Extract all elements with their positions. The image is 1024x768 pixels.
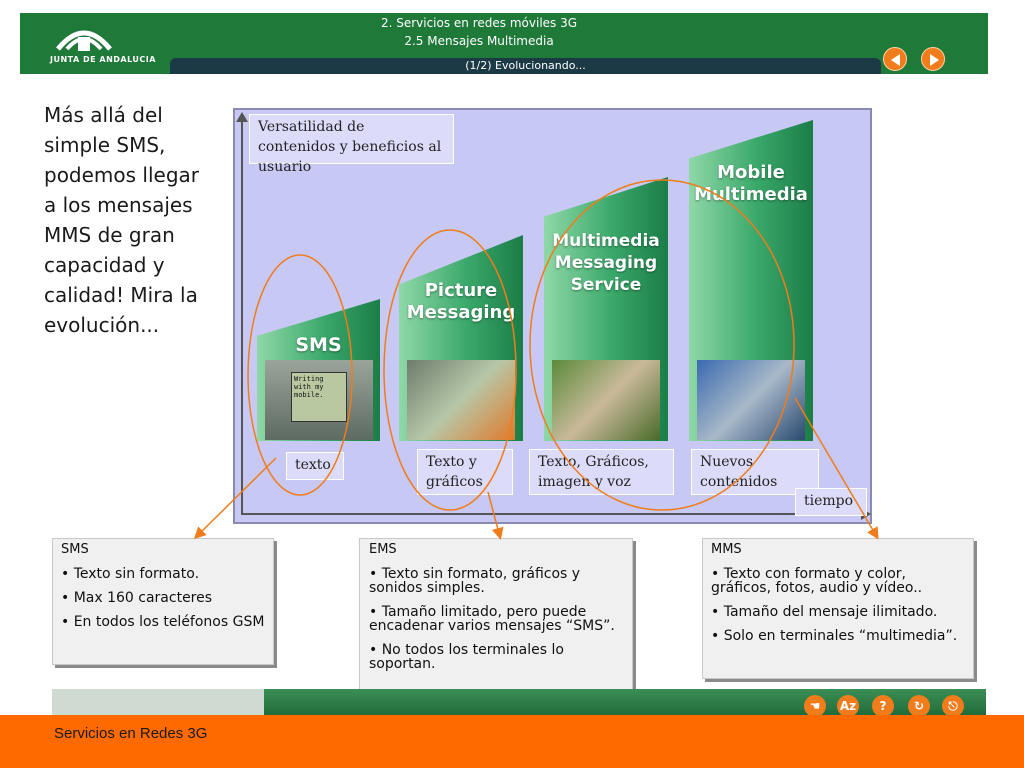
stage-title-mms: Multimedia Messaging Service [552,231,660,295]
phone-screen-text: Writing with my mobile. [294,375,324,399]
ems-box-item: • No todos los terminales lo soportan. [369,642,564,672]
refresh-icon[interactable]: ↻ [908,695,930,717]
arrow-left-icon [891,54,900,66]
footer-text: Servicios en Redes 3G [54,725,208,742]
stage-caption-sms: texto [286,452,344,480]
sms-box-item: • Max 160 caracteres [61,590,213,606]
stage-caption-picture-messaging: Texto y gráficos [417,449,513,495]
mms-box-item: • Texto con formato y color, gráficos, f… [711,566,923,596]
y-axis-label: Versatilidad de contenidos y beneficios … [249,114,454,175]
mms-info-box: MMS • Texto con formato y color, gráfico… [702,538,974,679]
phone-image-picture-messaging [407,360,515,440]
phone-image-sms: Writing with my mobile. [265,360,373,440]
phone-image-mobile-multimedia [697,360,805,440]
ems-info-box: EMS • Texto sin formato, gráficos y soni… [359,538,633,708]
stage-caption-mms: Texto, Gráficos, imagen y voz [529,449,674,495]
stage-title-picture-messaging: Picture Messaging [406,280,516,323]
prev-page-button[interactable] [883,47,907,71]
intro-text: Más allá del simple SMS, podemos llegar … [44,103,200,337]
font-size-icon[interactable]: Az [837,695,859,717]
page-subtitle: (1/2) Evolucionando... [465,59,586,72]
phone-screen: Writing with my mobile. [291,372,347,422]
exit-icon[interactable]: ⎋ [942,695,964,717]
next-page-button[interactable] [921,47,945,71]
sms-info-box: SMS • Texto sin formato. • Max 160 carac… [52,538,274,665]
header: JUNTA DE ANDALUCIA 2. Servicios en redes… [20,13,988,74]
stage-title-sms: SMS [295,334,342,356]
phone-image-mms [552,360,660,440]
y-axis [236,112,248,515]
x-axis-label: tiempo [795,488,867,516]
section-title: 2. Servicios en redes móviles 3G [380,16,578,30]
ems-box-item: • Tamaño limitado, pero puede encadenar … [369,604,615,634]
page-subtitle-bar: (1/2) Evolucionando... [170,58,881,74]
hand-icon[interactable]: ☚ [804,695,826,717]
toolbar-light-panel [52,689,264,717]
stage-title-mobile-multimedia: Mobile Multimedia [694,162,808,205]
sms-box-title: SMS [61,542,89,557]
ems-box-item: • Texto sin formato, gráficos y sonidos … [369,566,581,596]
junta-de-andalucia-logo: JUNTA DE ANDALUCIA [20,13,155,74]
logo-emblem-icon [56,30,112,51]
arrow-right-icon [930,54,939,66]
help-icon[interactable]: ? [872,695,894,717]
logo-text: JUNTA DE ANDALUCIA [50,55,156,64]
ems-box-title: EMS [369,542,397,557]
x-axis [241,508,871,520]
footer-bar: Servicios en Redes 3G [0,715,1024,768]
subsection-title: 2.5 Mensajes Multimedia [404,34,554,48]
mms-box-item: • Tamaño del mensaje ilimitado. [711,604,938,620]
mms-box-item: • Solo en terminales “multimedia”. [711,628,958,644]
evolution-diagram: Versatilidad de contenidos y beneficios … [233,108,872,524]
sms-box-item: • Texto sin formato. [61,566,200,582]
mms-box-title: MMS [711,542,742,557]
bottom-toolbar: ☚ Az ? ↻ ⎋ [52,689,986,717]
sms-box-item: • En todos los teléfonos GSM [61,614,265,630]
